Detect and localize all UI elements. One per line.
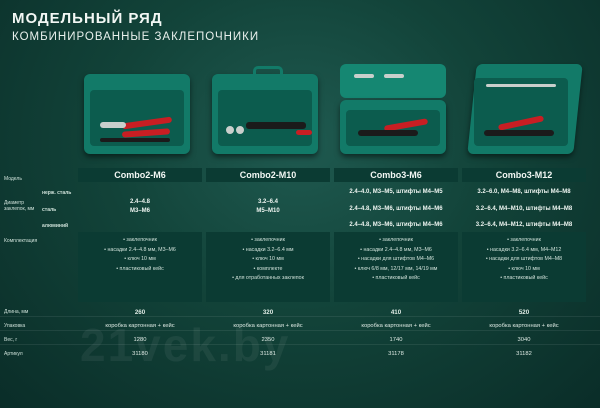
kit-item: • ключ 6/8 мм, 12/17 мм, 14/19 мм [354, 265, 438, 272]
weight-value: 2350 [261, 337, 275, 343]
product-image-combo3-m6[interactable] [334, 60, 452, 160]
kit-item: • заклепочник [123, 237, 157, 243]
page-title: МОДЕЛЬНЫЙ РЯД [12, 10, 163, 27]
article-value: 31180 [132, 351, 148, 357]
label-stainless: нерж. сталь [42, 190, 72, 196]
model-name-combo3-m6: Combo3-M6 [334, 168, 458, 182]
label-length: Длина, мм [4, 309, 29, 315]
diameter-steel: М3–М6 [129, 208, 150, 214]
kit-item: • пластиковый кейс [372, 275, 420, 282]
model-name-combo2-m6: Combo2-M6 [78, 168, 202, 182]
row-divider [0, 330, 600, 331]
label-steel: сталь [42, 207, 57, 213]
diameter-stainless: 3.2–6.4 [257, 199, 279, 205]
kit-list: • заклепочник • насадки 2.4–4.8 мм, М3–М… [334, 232, 458, 302]
label-aluminum: алюминий [42, 223, 69, 229]
kit-item: • насадки 2.4–4.8 мм, М3–М6 [360, 246, 432, 253]
package-value: коробка картонная + кейс [361, 323, 431, 329]
product-image-combo2-m6[interactable] [78, 60, 196, 160]
kit-list: • заклепочник • насадки 3.2–6.4 мм • клю… [206, 232, 330, 302]
length-value: 260 [134, 309, 146, 316]
watermark: 21vek.by [80, 319, 291, 371]
label-package: Упаковка [4, 323, 26, 329]
weight-value: 1740 [389, 337, 403, 343]
article-value: 31182 [516, 351, 532, 357]
kit-item: • ключ 10 мм [252, 256, 284, 263]
model-name-combo3-m12: Combo3-M12 [462, 168, 586, 182]
kit-item: • насадки для штифтов М4–М8 [485, 256, 563, 263]
diameter-aluminum: 3.2–6.4, М4–М12, штифты М4–М8 [475, 222, 573, 228]
row-divider [0, 344, 600, 345]
label-diameter: Диаметр заклепок, мм [4, 200, 35, 212]
kit-item: • комплекте [253, 265, 283, 272]
article-value: 31181 [260, 351, 276, 357]
kit-item: • заклепочник [507, 237, 541, 243]
kit-item: • для отработанных заклепок [232, 275, 304, 282]
product-image-combo3-m12[interactable] [462, 60, 583, 160]
kit-list: • заклепочник • насадки 2.4–4.8 мм, М3–М… [78, 232, 202, 302]
weight-value: 3040 [517, 337, 531, 343]
model-name-combo2-m10: Combo2-M10 [206, 168, 330, 182]
diameter-stainless: 3.2–6.0, М4–М8, штифты М4–М8 [477, 189, 571, 195]
kit-item: • насадки 3.2–6.4 мм, М4–М12 [486, 246, 562, 253]
kit-item: • заклепочник [251, 237, 285, 243]
diameter-steel: М5–М10 [256, 208, 280, 214]
weight-value: 1280 [133, 337, 147, 343]
product-image-combo2-m10[interactable] [206, 60, 324, 160]
package-value: коробка картонная + кейс [489, 323, 559, 329]
label-kit: Комплектация [4, 238, 38, 244]
kit-item: • пластиковый кейс [116, 265, 164, 272]
row-divider [0, 316, 600, 317]
kit-item: • ключ 10 мм [508, 265, 540, 272]
kit-item: • насадки для штифтов М4–М6 [357, 256, 435, 263]
kit-item: • ключ 10 мм [124, 256, 156, 263]
diameter-stainless: 2.4–4.8 [129, 199, 151, 205]
kit-item: • заклепочник [379, 237, 413, 243]
label-article: Артикул [4, 351, 23, 357]
page-subtitle: КОМБИНИРОВАННЫЕ ЗАКЛЕПОЧНИКИ [12, 31, 260, 43]
package-value: коробка картонная + кейс [105, 323, 175, 329]
diameter-aluminum: 2.4–4.8, М3–М6, штифты М4–М6 [349, 222, 443, 228]
kit-item: • насадки 2.4–4.8 мм, М3–М6 [104, 246, 176, 253]
length-value: 410 [390, 309, 402, 316]
diameter-steel: 2.4–4.8, М3–М6, штифты М4–М6 [349, 206, 443, 212]
length-value: 320 [262, 309, 274, 316]
article-value: 31178 [388, 351, 404, 357]
label-model: Модель [4, 176, 22, 182]
diameter-steel: 3.2–6.4, М4–М10, штифты М4–М8 [475, 206, 573, 212]
kit-item: • насадки 3.2–6.4 мм [242, 246, 294, 253]
package-value: коробка картонная + кейс [233, 323, 303, 329]
length-value: 520 [518, 309, 530, 316]
diameter-stainless: 2.4–4.0, М3–М5, штифты М4–М5 [349, 189, 443, 195]
kit-item: • пластиковый кейс [500, 275, 548, 282]
label-weight: Вес, г [4, 337, 18, 343]
kit-list: • заклепочник • насадки 3.2–6.4 мм, М4–М… [462, 232, 586, 302]
